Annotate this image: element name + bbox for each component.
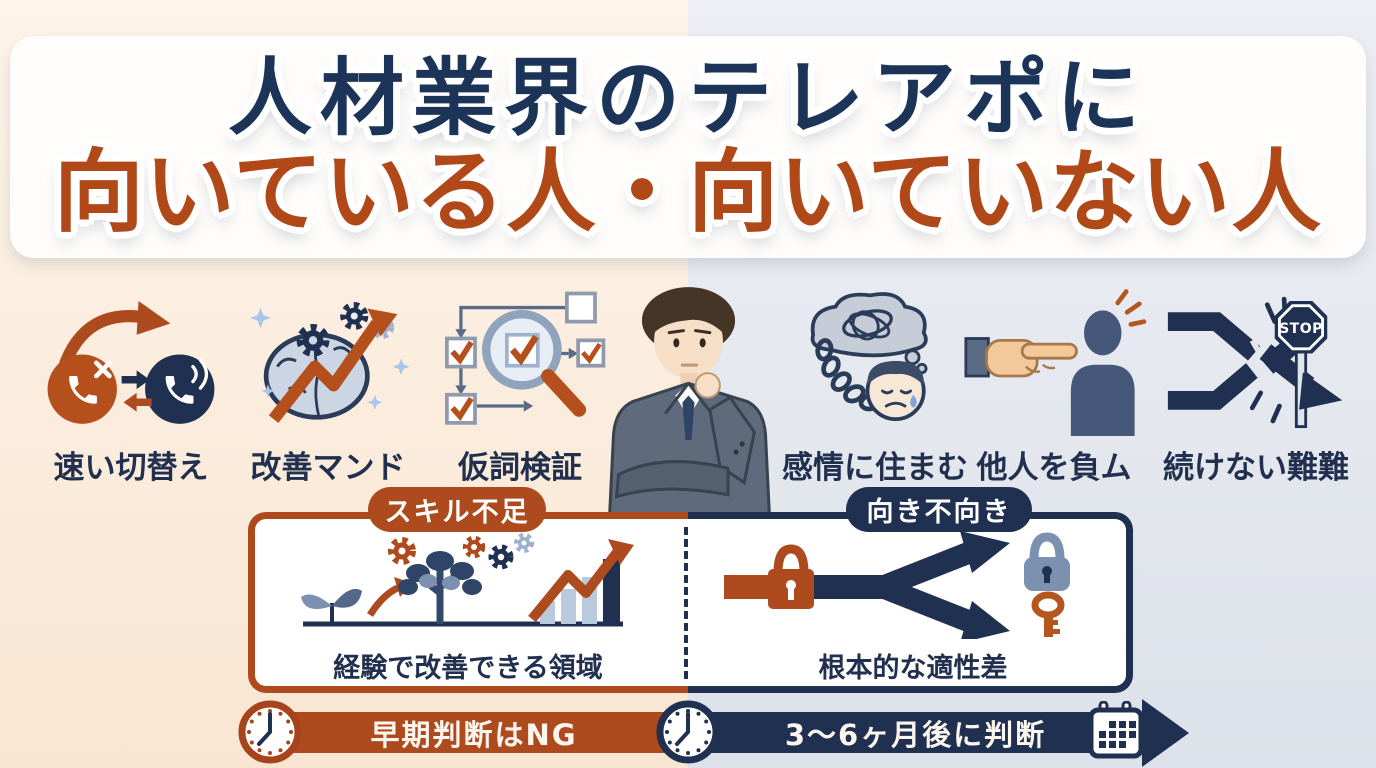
brain-growth-icon bbox=[223, 286, 433, 436]
trait-label: 改善マンド bbox=[250, 450, 406, 486]
trait-label: 続けない難難 bbox=[1163, 450, 1349, 486]
thinking-businessman-illustration bbox=[600, 280, 778, 520]
dashed-divider bbox=[684, 527, 688, 679]
skill-gap-badge: スキル不足 bbox=[368, 487, 546, 532]
skill-gap-caption: 経験で改善できる領域 bbox=[333, 653, 603, 684]
trait-item-cannot-continue: STOP 続けない難難 bbox=[1146, 286, 1366, 487]
calendar-icon bbox=[1088, 700, 1144, 759]
page-title-line2: 向いている人・向いていない人 bbox=[53, 139, 1323, 245]
timeline-early-judgment-bar: 早期判断はNG bbox=[260, 712, 688, 753]
page-title-line1: 人材業界のテレアポに bbox=[227, 48, 1148, 147]
title-card: 人材業界のテレアポに 向いている人・向いていない人 bbox=[10, 36, 1366, 258]
stop-sign-label: STOP bbox=[1279, 321, 1323, 337]
timeline-arrowhead bbox=[1142, 699, 1189, 767]
emotional-burden-icon bbox=[775, 286, 975, 436]
clock-icon bbox=[656, 700, 720, 764]
fork-lock-key-illustration bbox=[716, 531, 1116, 643]
trait-item-improvement-mind: 改善マンド bbox=[223, 286, 433, 487]
phone-switch-icon bbox=[26, 286, 236, 436]
blame-others-icon bbox=[954, 286, 1154, 436]
trait-item-emotional-burden: 感情に住まむ bbox=[775, 286, 975, 487]
growth-illustration bbox=[288, 531, 668, 643]
clock-icon bbox=[238, 700, 302, 764]
trait-item-blame-others: 他人を負ム bbox=[954, 286, 1154, 487]
trait-label: 仮詞検証 bbox=[458, 450, 582, 486]
cannot-continue-icon: STOP bbox=[1146, 286, 1366, 436]
aptitude-badge: 向き不向き bbox=[846, 487, 1032, 532]
trait-label: 他人を負ム bbox=[976, 450, 1132, 486]
trait-label: 速い切替え bbox=[53, 450, 209, 486]
trait-item-hypothesis-test: 仮詞検証 bbox=[420, 286, 620, 487]
aptitude-caption: 根本的な適性差 bbox=[818, 653, 1008, 684]
trait-item-fast-switch: 速い切替え bbox=[26, 286, 236, 487]
hypothesis-check-icon bbox=[420, 286, 620, 436]
timeline-judge-later-bar: 3〜6ヶ月後に判断 bbox=[688, 712, 1143, 753]
trait-label: 感情に住まむ bbox=[782, 450, 968, 486]
